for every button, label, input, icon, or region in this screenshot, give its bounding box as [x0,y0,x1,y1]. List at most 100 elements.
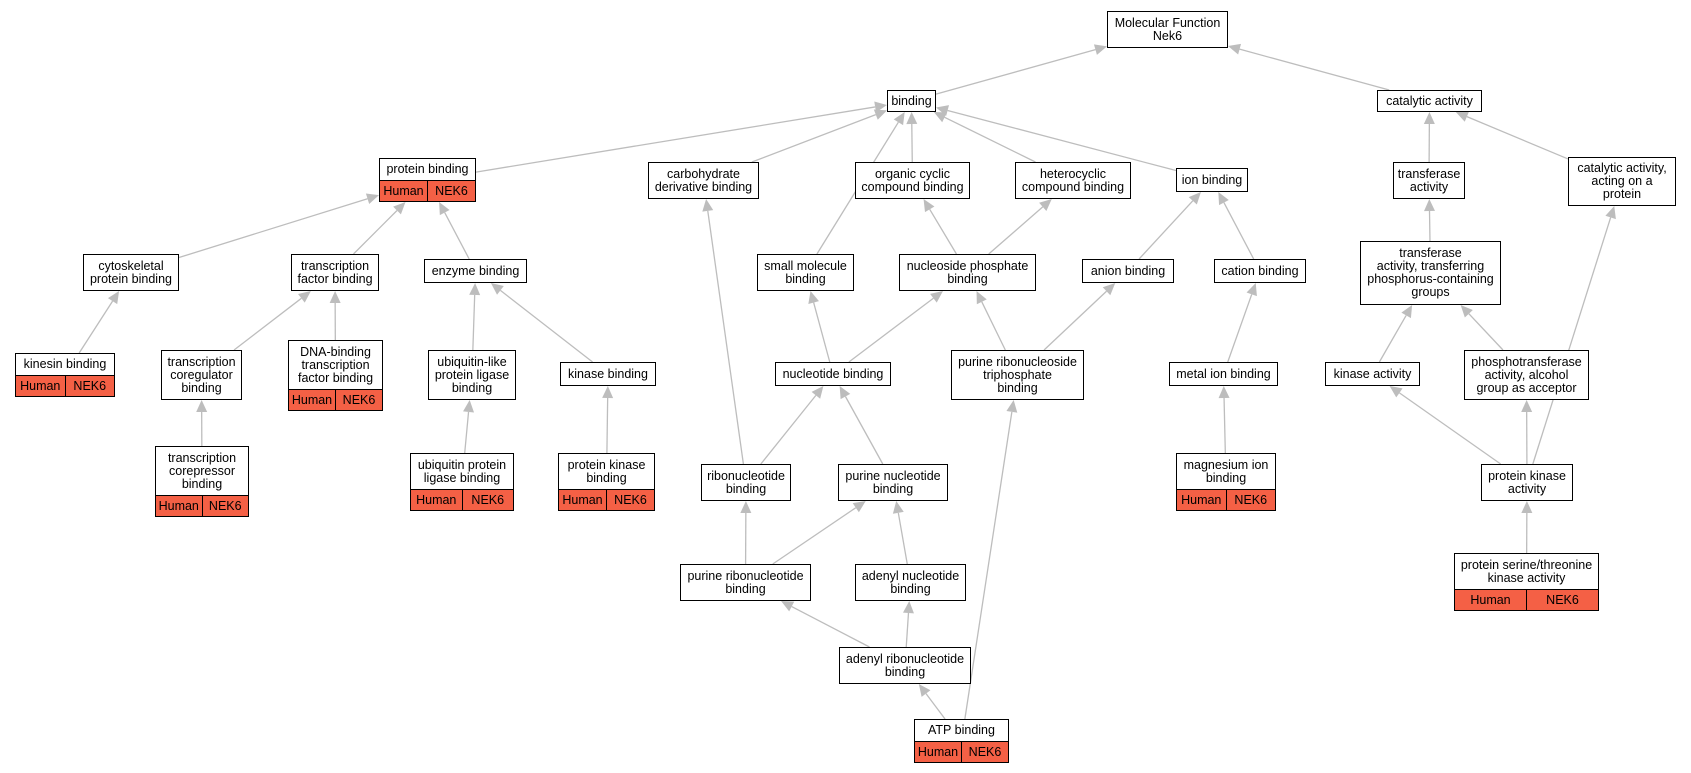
edge-ubl_ligase-to-enzyme [472,294,476,351]
arrowhead-icon [1605,206,1616,220]
arrowhead-icon [365,193,379,204]
edge-nuc_phos-to-hetero [988,206,1044,255]
arrowhead-icon [107,291,120,305]
annotation-gene: NEK6 [201,496,248,516]
node-label: enzyme binding [431,263,520,278]
node-purine-ribonucleotide-binding[interactable]: purine ribonucleotide binding [680,564,811,601]
node-organic-cyclic-compound-binding[interactable]: organic cyclic compound binding [855,162,970,199]
node-protein-kinase-activity[interactable]: protein kinase activity [1481,464,1573,501]
node-enzyme-binding[interactable]: enzyme binding [424,259,527,283]
arrowhead-icon [490,283,504,295]
arrowhead-icon [852,501,866,513]
edge-pur_rnuc_tri-to-nuc_phos [981,301,1006,351]
node-kinase-binding[interactable]: kinase binding [560,362,656,386]
arrowhead-icon [933,112,948,123]
edge-purine_nuc-to-nucleotide [844,396,884,465]
annotation-species: Human [559,490,606,510]
node-ion-binding[interactable]: ion binding [1176,168,1248,192]
edge-adenyl_ribo-to-adenyl_nuc [905,612,910,648]
annotation-gene: NEK6 [335,390,382,410]
arrowhead-icon [1228,43,1242,55]
node-kinase-activity[interactable]: kinase activity [1325,362,1420,386]
node-transferase-activity[interactable]: transferase activity [1393,162,1465,199]
arrowhead-icon [602,386,614,399]
node-label: kinase activity [1333,366,1412,381]
arrowhead-icon [1246,283,1257,297]
node-heterocyclic-compound-binding[interactable]: heterocyclic compound binding [1015,162,1131,199]
node-metal-ion-binding[interactable]: metal ion binding [1169,362,1278,386]
node-binding[interactable]: binding [887,90,936,112]
arrowhead-icon [1006,400,1018,413]
node-label: transferase activity [1397,166,1461,194]
arrowhead-icon [1423,199,1435,212]
node-label: ubiquitin-like protein ligase binding [434,354,510,395]
edge-cat_protein-to-catalytic [1466,116,1569,160]
node-anion-binding[interactable]: anion binding [1082,259,1174,283]
node-ubiquitin-like-ligase-binding[interactable]: ubiquitin-like protein ligase binding [428,350,516,400]
node-transferase-phosphorus-groups[interactable]: transferase activity, transferring phosp… [1360,241,1501,305]
node-carbohydrate-derivative-binding[interactable]: carbohydrate derivative binding [648,162,759,199]
node-nucleotide-binding[interactable]: nucleotide binding [775,362,891,386]
annotation-gene: NEK6 [64,376,114,396]
edge-metal_ion-to-cation [1227,294,1253,363]
node-label: purine ribonucleoside triphosphate bindi… [958,354,1077,395]
node-nucleoside-phosphate-binding[interactable]: nucleoside phosphate binding [899,254,1036,291]
edge-nuc_phos-to-organic [929,208,957,255]
arrowhead-icon [893,112,905,126]
annotation-species: Human [1455,590,1526,610]
node-cation-binding[interactable]: cation binding [1214,259,1306,283]
annotation-gene: NEK6 [461,490,513,510]
arrowhead-icon [463,400,475,413]
node-molecular-function[interactable]: Molecular Function Nek6 [1107,11,1228,48]
node-label: binding [891,93,932,108]
node-transcription-coregulator-binding[interactable]: transcription coregulator binding [161,350,242,400]
node-cytoskeletal-protein-binding[interactable]: cytoskeletal protein binding [83,254,179,291]
node-label: adenyl nucleotide binding [861,568,960,596]
arrowhead-icon [1102,283,1116,296]
node-label: protein binding [386,162,469,176]
edge-pur_ribonuc-to-purine_nuc [772,507,857,565]
node-label: catalytic activity, acting on a protein [1577,161,1667,201]
node-purine-nucleotide-binding[interactable]: purine nucleotide binding [838,464,948,501]
node-catalytic-activity[interactable]: catalytic activity [1377,90,1482,112]
node-catalytic-activity-on-protein[interactable]: catalytic activity, acting on a protein [1568,157,1676,206]
edge-magnesium-to-metal_ion [1223,397,1226,454]
node-label: nucleoside phosphate binding [906,258,1029,286]
node-label: carbohydrate derivative binding [654,166,753,194]
node-small-molecule-binding[interactable]: small molecule binding [757,254,854,291]
node-transcription-factor-binding[interactable]: transcription factor binding [291,254,379,291]
node-ribonucleotide-binding[interactable]: ribonucleotide binding [701,464,791,501]
node-label: ion binding [1181,172,1243,187]
arrowhead-icon [1188,192,1201,205]
node-adenyl-ribonucleotide-binding[interactable]: adenyl ribonucleotide binding [839,647,971,684]
arrowhead-icon [1460,305,1473,318]
node-dna-binding-tf-binding[interactable]: DNA-binding transcription factor binding… [288,340,383,411]
edge-atp-to-pur_rnuc_tri [964,411,1013,720]
arrowhead-icon [1401,305,1413,319]
node-phosphotransferase-alcohol-acceptor[interactable]: phosphotransferase activity, alcohol gro… [1464,350,1589,400]
edge-ribonuc-to-nucleotide [760,394,817,465]
arrowhead-icon [906,112,918,125]
arrowhead-icon [923,199,935,213]
arrowhead-icon [839,386,851,400]
node-adenyl-nucleotide-binding[interactable]: adenyl nucleotide binding [855,564,966,601]
edge-nucleotide-to-nuc_phos [848,297,934,363]
edge-atp-to-adenyl_ribo [925,693,946,720]
edge-pk_activity-to-cat_protein [1532,217,1612,465]
annotation-species: Human [289,390,335,410]
node-protein-serine-threonine-kinase-activity[interactable]: protein serine/threonine kinase activity… [1454,553,1599,611]
arrowhead-icon [781,601,795,612]
node-purine-ribonucleoside-triphosphate-binding[interactable]: purine ribonucleoside triphosphate bindi… [951,350,1084,400]
